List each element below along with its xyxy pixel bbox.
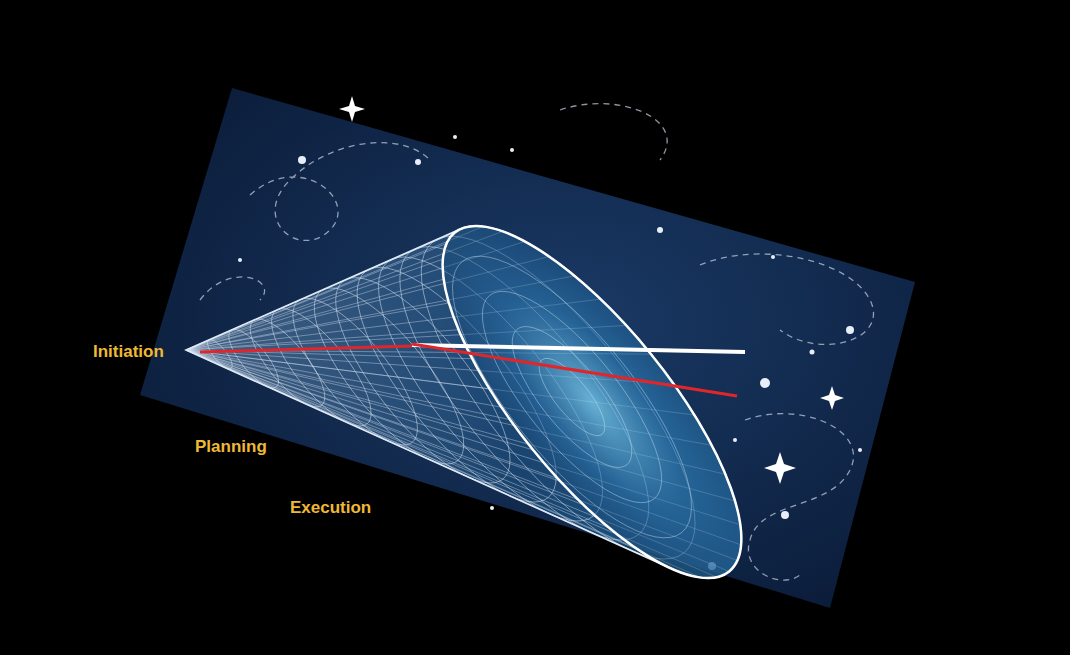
planet-dot	[298, 156, 306, 164]
star-dot	[733, 438, 737, 442]
star-dot	[415, 159, 421, 165]
inner-ring	[415, 223, 729, 571]
trajectory-lines	[200, 344, 745, 396]
star-dot	[453, 135, 457, 139]
planet-dot	[760, 378, 770, 388]
grid-ring	[203, 336, 236, 372]
star-dot	[810, 350, 815, 355]
planet-dot	[846, 326, 854, 334]
star-dot	[238, 258, 242, 262]
grid-ring	[256, 295, 387, 440]
phase-label: Initiation	[93, 342, 164, 362]
star-dot	[510, 148, 514, 152]
space-panel	[140, 88, 915, 608]
cone	[186, 185, 788, 619]
orbit-path	[250, 143, 430, 241]
phase-label: Planning	[195, 437, 267, 457]
orbit-path	[200, 277, 265, 300]
planet-dot	[657, 227, 663, 233]
orbit-path	[745, 414, 853, 580]
phase-label: Execution	[290, 498, 371, 518]
sparkle	[820, 386, 844, 410]
grid-ring	[221, 322, 286, 394]
sparkle	[764, 452, 796, 484]
planet-dot	[781, 511, 789, 519]
star-dot	[771, 255, 775, 259]
red-line	[200, 346, 412, 352]
sparkle	[339, 96, 365, 122]
inner-ring	[454, 267, 690, 528]
star-dot	[858, 448, 862, 452]
orbit-path	[700, 254, 874, 344]
orbit-path	[560, 104, 667, 160]
inner-ring	[493, 310, 650, 484]
star-dot	[490, 506, 494, 510]
cone-mouth	[396, 185, 789, 619]
red-line	[412, 344, 737, 396]
